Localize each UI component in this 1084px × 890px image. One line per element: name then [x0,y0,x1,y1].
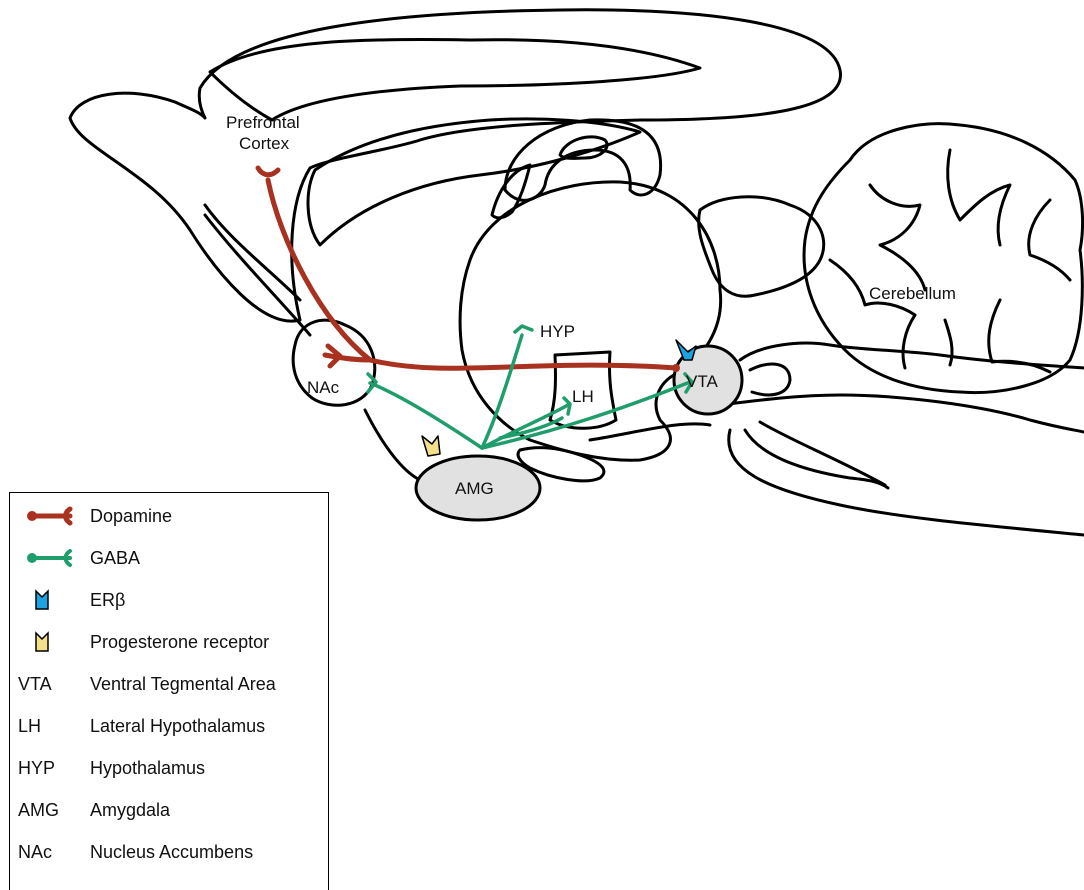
prefrontal-label-line2: Cortex [239,134,290,153]
corpus-callosum-outline [210,39,700,120]
ventral-contour [365,410,420,480]
legend-row-gaba: GABA [10,545,328,569]
gaba-pathway-lh [482,405,568,448]
legend-row-lh: LH Lateral Hypothalamus [10,713,328,737]
cerebellum-folium [989,300,1050,372]
cerebellum-folium [948,150,1010,245]
medulla-outline [729,430,1084,535]
nac-label: NAc [307,378,340,397]
cerebellum-label: Cerebellum [869,284,956,303]
legend-amg-full: Amygdala [90,799,170,821]
cerebellum-folium [1029,200,1070,280]
vta-nook-outline [750,364,790,395]
brainstem-outline [720,395,1084,432]
cerebellum-folium [830,260,915,368]
brain-outline [70,10,841,321]
dopamine-pathway-vta [370,360,676,368]
legend-lh-abbr: LH [18,715,76,737]
legend-progesterone-label: Progesterone receptor [90,631,269,653]
legend-hyp-full: Hypothalamus [90,757,205,779]
frontal-stroke-1 [205,205,300,300]
lh-label: LH [572,387,594,406]
legend-row-nac: NAc Nucleus Accumbens [10,839,328,863]
hyp-label: HYP [540,322,575,341]
amg-label: AMG [455,479,494,498]
dopamine-legend-icon [18,505,76,527]
erb-receptor-icon [676,340,696,360]
cerebellum-folium [870,185,925,290]
legend-gaba-label: GABA [90,547,140,569]
legend-dopamine-label: Dopamine [90,505,172,527]
dopamine-terminal-pfc [258,168,278,175]
legend-row-hyp: HYP Hypothalamus [10,755,328,779]
vta-label: VTA [686,372,718,391]
legend-lh-full: Lateral Hypothalamus [90,715,265,737]
cerebellum [804,124,1083,393]
legend-vta-full: Ventral Tegmental Area [90,673,276,695]
legend-row-amg: AMG Amygdala [10,797,328,821]
legend-amg-abbr: AMG [18,799,76,821]
progesterone-legend-icon [18,631,76,653]
dopamine-pathway-pfc [268,180,370,360]
legend: Dopamine GABA ERβ Progesterone receptor … [9,492,329,890]
legend-hyp-abbr: HYP [18,757,76,779]
gaba-terminal-hyp [515,326,532,332]
medulla-inner-outline-2 [760,422,885,485]
progesterone-receptor-icon [422,436,440,456]
legend-row-dopamine: Dopamine [10,503,328,527]
gaba-legend-icon [18,547,76,569]
legend-erb-label: ERβ [90,589,125,611]
legend-row-progesterone: Progesterone receptor [10,629,328,653]
legend-vta-abbr: VTA [18,673,76,695]
cerebellum-folium [945,320,952,365]
legend-nac-abbr: NAc [18,841,76,863]
medulla-inner-outline [745,430,888,488]
dopamine-cell-body [672,364,680,372]
legend-nac-full: Nucleus Accumbens [90,841,253,863]
ventral-contour-3 [590,424,710,440]
legend-row-erb: ERβ [10,587,328,611]
prefrontal-label-line1: Prefrontal [226,113,300,132]
erb-legend-icon [18,589,76,611]
legend-row-vta: VTA Ventral Tegmental Area [10,671,328,695]
